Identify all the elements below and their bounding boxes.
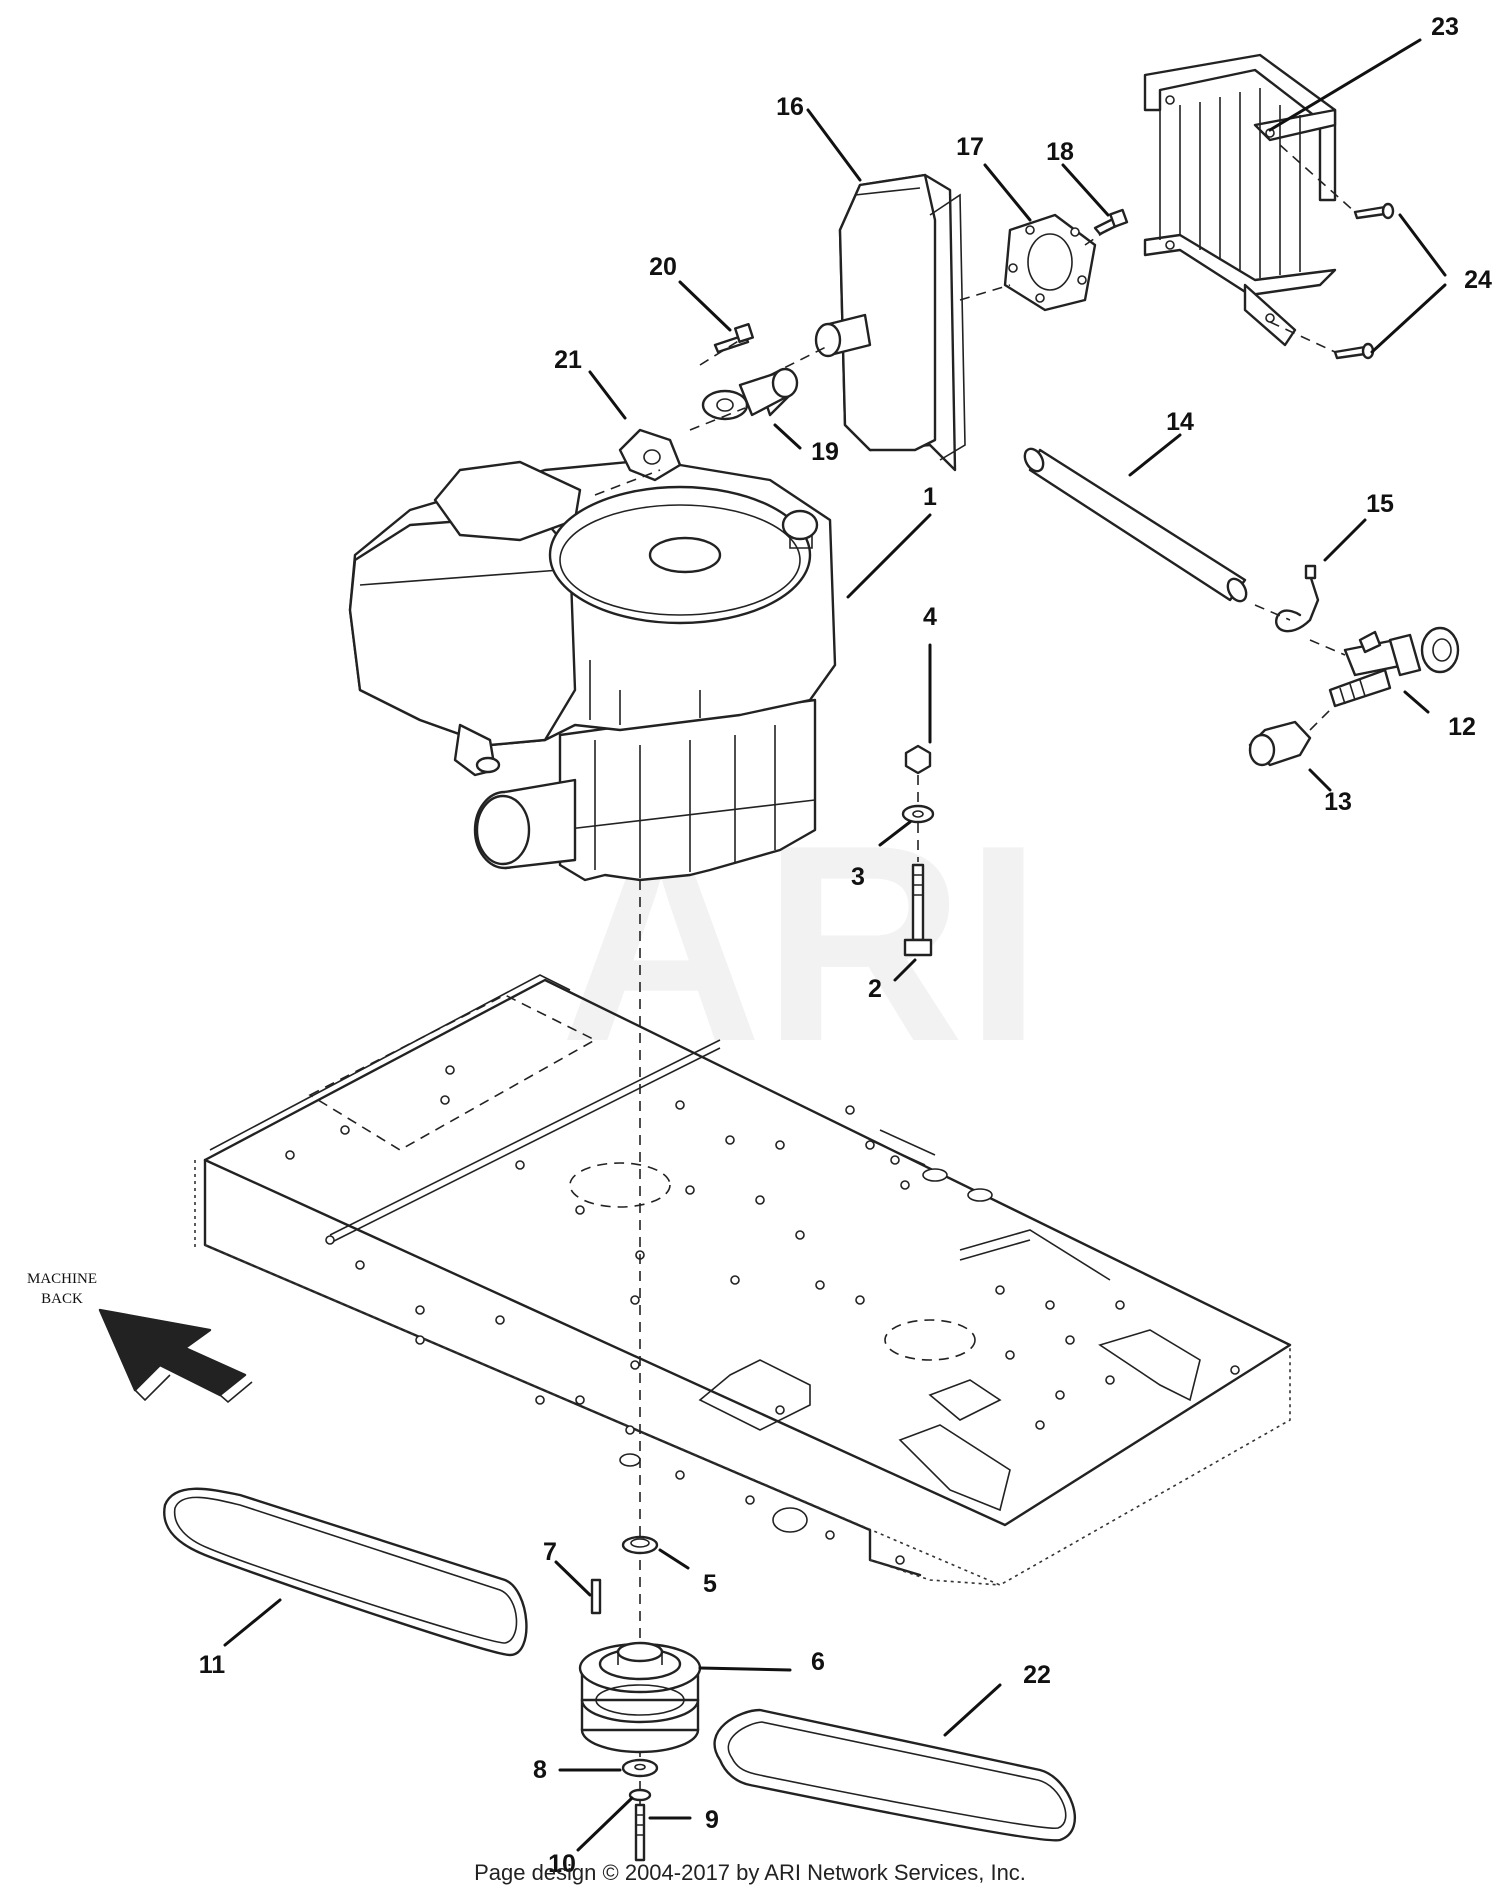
callout-14: 14: [1166, 408, 1194, 436]
frame-holes: [285, 1065, 1240, 1565]
guard-screws: [1269, 144, 1395, 360]
engine: [348, 458, 837, 882]
machine-back-arrow-icon: [98, 1308, 253, 1404]
lock-washer-10: [628, 1788, 652, 1802]
exhaust-gasket: [618, 428, 682, 482]
fuel-shutoff-valve: [1328, 626, 1460, 708]
callout-19: 19: [811, 438, 839, 466]
frame: [194, 974, 1292, 1586]
callout-6: 6: [811, 1648, 825, 1676]
callout-1: 1: [923, 483, 937, 511]
muffler-gasket: [1003, 213, 1097, 312]
fuel-fitting: [1248, 720, 1312, 767]
assembly-line-bolt: [699, 339, 741, 366]
fuel-line: [1023, 447, 1248, 603]
callout-2: 2: [868, 975, 882, 1003]
callout-7: 7: [543, 1538, 557, 1566]
callout-24: 24: [1464, 266, 1492, 294]
direction-label-line2: BACK: [41, 1291, 83, 1307]
callout-9: 9: [705, 1806, 719, 1834]
key-7: [590, 1578, 602, 1615]
callout-18: 18: [1046, 138, 1074, 166]
callout-numbers: 1 2 3 4 5 6 7 8 9 10 11 12 13 14 15 16 1…: [199, 13, 1492, 1878]
assembly-line-exhaust: [594, 344, 831, 496]
belt-11: [163, 1487, 528, 1657]
callout-8: 8: [533, 1756, 547, 1784]
spacer-5: [621, 1535, 659, 1555]
bolt-20: [713, 322, 755, 354]
callout-16: 16: [776, 93, 804, 121]
callout-17: 17: [956, 133, 984, 161]
callout-3: 3: [851, 863, 865, 891]
screw-18: [1093, 208, 1129, 236]
assembly-line-gasket: [959, 227, 1111, 301]
callout-11: 11: [199, 1651, 226, 1679]
direction-label-line1: MACHINE: [27, 1271, 97, 1287]
callout-23: 23: [1431, 13, 1459, 41]
muffler: [814, 173, 966, 472]
callout-5: 5: [703, 1570, 717, 1598]
muffler-guard: [1143, 53, 1337, 347]
callout-12: 12: [1448, 713, 1476, 741]
callout-15: 15: [1366, 490, 1394, 518]
callout-4: 4: [923, 603, 937, 631]
bolt-9: [634, 1803, 646, 1862]
callout-13: 13: [1324, 788, 1352, 816]
exhaust-flange: [701, 367, 799, 421]
callout-22: 22: [1023, 1661, 1051, 1689]
callout-20: 20: [649, 253, 677, 281]
assembly-line-fuel: [1254, 604, 1346, 731]
copyright-footer: Page design © 2004-2017 by ARI Network S…: [474, 1860, 1026, 1885]
leader-lines: [223, 38, 1447, 1852]
engine-mount-hardware: [901, 744, 935, 957]
callout-21: 21: [554, 346, 582, 374]
belt-22: [713, 1708, 1077, 1842]
callout-10: 10: [548, 1850, 576, 1878]
hose-clamp: [1275, 564, 1320, 633]
washer-8: [621, 1758, 659, 1778]
engine-pulley: [578, 1641, 702, 1754]
